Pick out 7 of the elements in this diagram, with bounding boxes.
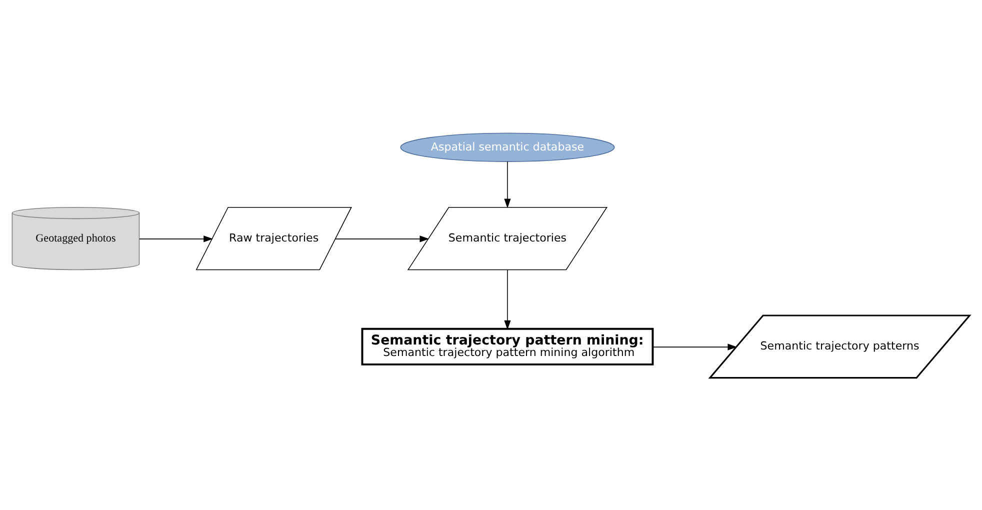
arrow xyxy=(652,343,738,350)
node-box: Semantic trajectory pattern mining: Semantic trajectory pattern mining algorithm xyxy=(361,327,654,365)
arrow xyxy=(335,235,430,242)
arrow xyxy=(504,268,511,330)
node-ellipse: Aspatial semantic database xyxy=(400,132,615,162)
arrow xyxy=(139,235,214,242)
arrow xyxy=(504,160,511,208)
